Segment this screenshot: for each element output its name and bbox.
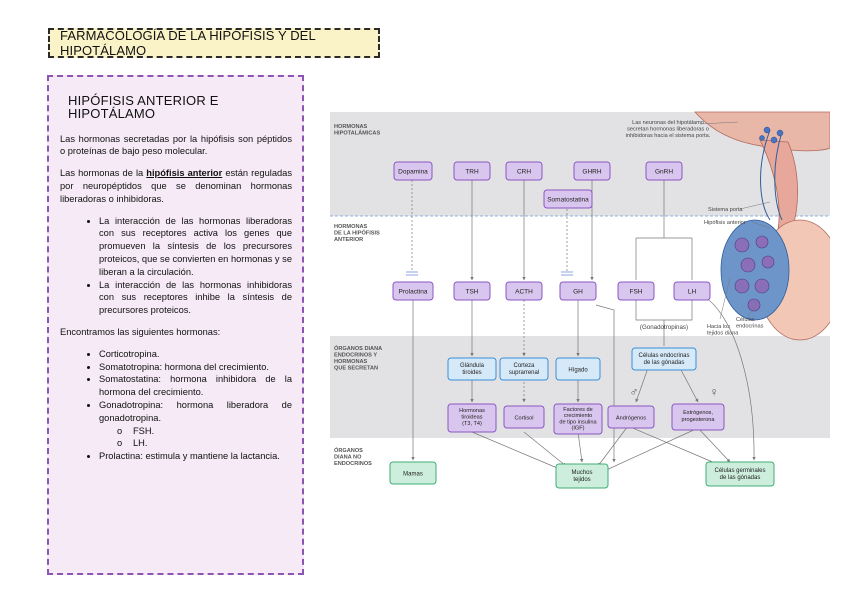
svg-text:FSH: FSH bbox=[630, 289, 643, 296]
igf-to-tejidos bbox=[577, 431, 584, 463]
svg-text:Mamas: Mamas bbox=[403, 472, 423, 478]
svg-text:TSH: TSH bbox=[466, 289, 479, 296]
node-ghrh: GHRH bbox=[573, 161, 611, 181]
list-item-somatotropina: Somatotropina: hormona del crecimiento. bbox=[99, 361, 292, 374]
gonadotropin-sublist: FSH. LH. bbox=[99, 425, 292, 451]
gonadas-to-androgenos bbox=[635, 367, 649, 403]
hormone-list: Corticotropina. Somatotropina: hormona d… bbox=[60, 348, 292, 463]
svg-text:Hígado: Hígado bbox=[568, 368, 588, 374]
node-trh: TRH bbox=[453, 161, 491, 181]
list-item-somatostatina: Somatostatina: hormona inhibidora de la … bbox=[99, 373, 292, 399]
svg-text:CRH: CRH bbox=[517, 169, 531, 176]
text-panel: HIPÓFISIS ANTERIOR E HIPOTÁLAMO Las horm… bbox=[47, 75, 304, 575]
list-item-gonadotropina: Gonadotropina: hormona liberadora de gon… bbox=[99, 399, 292, 450]
pituitary-illustration bbox=[694, 111, 830, 341]
node-mamas: Mamas bbox=[389, 461, 437, 485]
page-title: FARMACOLOGÍA DE LA HIPÓFISIS Y DEL HIPOT… bbox=[48, 28, 380, 58]
list-item: La interacción de las hormonas liberador… bbox=[99, 215, 292, 279]
node-somatostatina: Somatostatina bbox=[543, 189, 593, 209]
label-gonadotropinas: (Gonadotropinas) bbox=[640, 324, 688, 331]
tiroideas-to-tejidos bbox=[471, 431, 563, 471]
annotation-leader-lines bbox=[699, 121, 771, 320]
paragraph-peptides: Las hormonas secretadas por la hipófisis… bbox=[60, 133, 292, 157]
node-tsh: TSH bbox=[453, 281, 491, 301]
svg-text:Estrógenos,progesterona: Estrógenos,progesterona bbox=[682, 410, 716, 423]
male-symbol: ♂ bbox=[630, 385, 639, 399]
svg-text:ACTH: ACTH bbox=[515, 289, 533, 296]
node-fsh: FSH bbox=[617, 281, 655, 301]
svg-text:Andrógenos: Andrógenos bbox=[616, 416, 646, 422]
estrogenos-to-tejidos bbox=[601, 427, 699, 473]
androgenos-to-germinales bbox=[627, 425, 723, 467]
svg-text:GHRH: GHRH bbox=[582, 169, 601, 176]
node-androgenos: Andrógenos bbox=[607, 405, 655, 429]
annotation-hipofisis-anterior: Hipófisis anterior bbox=[704, 220, 746, 226]
cortisol-to-tejidos bbox=[523, 431, 567, 467]
svg-text:Dopamina: Dopamina bbox=[398, 169, 428, 176]
svg-text:TRH: TRH bbox=[465, 169, 479, 176]
androgenos-to-tejidos bbox=[597, 425, 629, 467]
hipofisis-anterior-link[interactable]: hipófisis anterior bbox=[146, 168, 223, 179]
paragraph-regulation: Las hormonas de la hipófisis anterior es… bbox=[60, 168, 292, 204]
panel-heading: HIPÓFISIS ANTERIOR E HIPOTÁLAMO bbox=[68, 93, 219, 121]
annotation-sistema-porta: Sistema porta bbox=[708, 207, 743, 213]
gonadas-to-estrogenos bbox=[679, 367, 699, 403]
list-item-prolactina: Prolactina: estimula y mantiene la lacta… bbox=[99, 450, 292, 463]
sublist-item-fsh: FSH. bbox=[117, 425, 292, 438]
node-gh: GH bbox=[559, 281, 597, 301]
node-cortisol: Cortisol bbox=[503, 405, 545, 429]
female-symbol: ♀ bbox=[710, 385, 719, 399]
list-item: La interacción de las hormonas inhibidor… bbox=[99, 279, 292, 317]
interaction-list: La interacción de las hormonas liberador… bbox=[60, 215, 292, 317]
node-crh: CRH bbox=[505, 161, 543, 181]
estrogenos-to-germinales bbox=[697, 427, 731, 463]
list-item-corticotropina: Corticotropina. bbox=[99, 348, 292, 361]
svg-text:Somatostatina: Somatostatina bbox=[547, 197, 589, 204]
node-acth: ACTH bbox=[505, 281, 543, 301]
node-gnrh: GnRH bbox=[645, 161, 683, 181]
gonadotropinas-to-gonadas bbox=[635, 300, 693, 346]
node-estrogenos: Estrógenos,progesterona bbox=[671, 403, 725, 431]
node-prolactina: Prolactina bbox=[392, 281, 434, 301]
svg-text:LH: LH bbox=[688, 289, 697, 296]
node-lh: LH bbox=[673, 281, 711, 301]
svg-text:Prolactina: Prolactina bbox=[399, 289, 428, 296]
gnrh-to-gonadotropinas bbox=[635, 180, 693, 280]
sublist-item-lh: LH. bbox=[117, 437, 292, 450]
node-higado: Hígado bbox=[555, 357, 601, 381]
node-dopamina: Dopamina bbox=[393, 161, 433, 181]
svg-text:Cortisol: Cortisol bbox=[515, 416, 534, 422]
gonadotropinas-to-germinales bbox=[701, 294, 756, 461]
svg-text:GnRH: GnRH bbox=[655, 169, 673, 176]
svg-text:GH: GH bbox=[573, 289, 583, 296]
hormones-intro: Encontramos las siguientes hormonas: bbox=[60, 326, 221, 337]
